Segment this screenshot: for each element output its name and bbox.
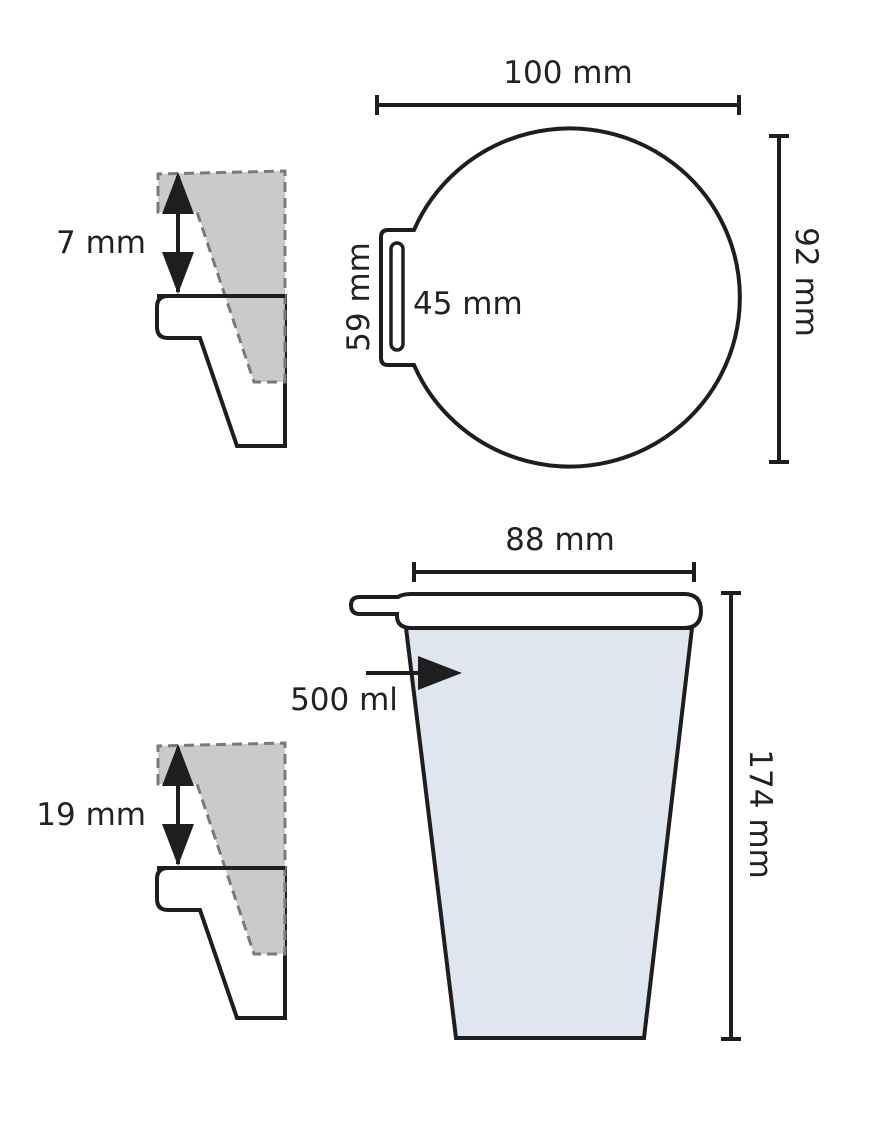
cup-body [403,626,695,1040]
cup-width-dimension: 88 mm [412,522,696,582]
clip-diagram-bottom: 19 mm [36,741,287,1020]
side-view: 88 mm 174 mm 500 ml [290,522,778,1041]
cup-width-label: 88 mm [505,522,615,558]
clip-shaded-region [158,743,285,954]
top-view: 100 mm 92 mm 59 mm 45 mm [341,55,824,469]
volume-label: 500 ml [290,682,398,718]
lid-rim [348,592,704,630]
top-height-dimension: 92 mm [769,134,824,464]
cup-height-label: 174 mm [742,749,778,878]
top-width-dimension: 100 mm [375,55,741,115]
clip-dashed-outline [156,741,287,956]
clip-shaded-region [158,171,285,382]
clip-depth-label: 7 mm [56,225,146,261]
tab-length-label: 59 mm [341,242,377,352]
slot-length-label: 45 mm [413,286,523,322]
lid-outline [379,126,742,469]
cup-height-dimension: 174 mm [721,591,778,1041]
depth-arrow [162,744,194,866]
volume-pointer [366,656,462,690]
top-height-label: 92 mm [788,227,824,337]
tab-slot [389,241,405,352]
depth-arrow [162,172,194,294]
top-width-label: 100 mm [503,55,632,91]
clip-depth-label: 19 mm [36,797,146,833]
clip-diagram-top: 7 mm [56,169,287,448]
clip-dashed-outline [156,169,287,384]
